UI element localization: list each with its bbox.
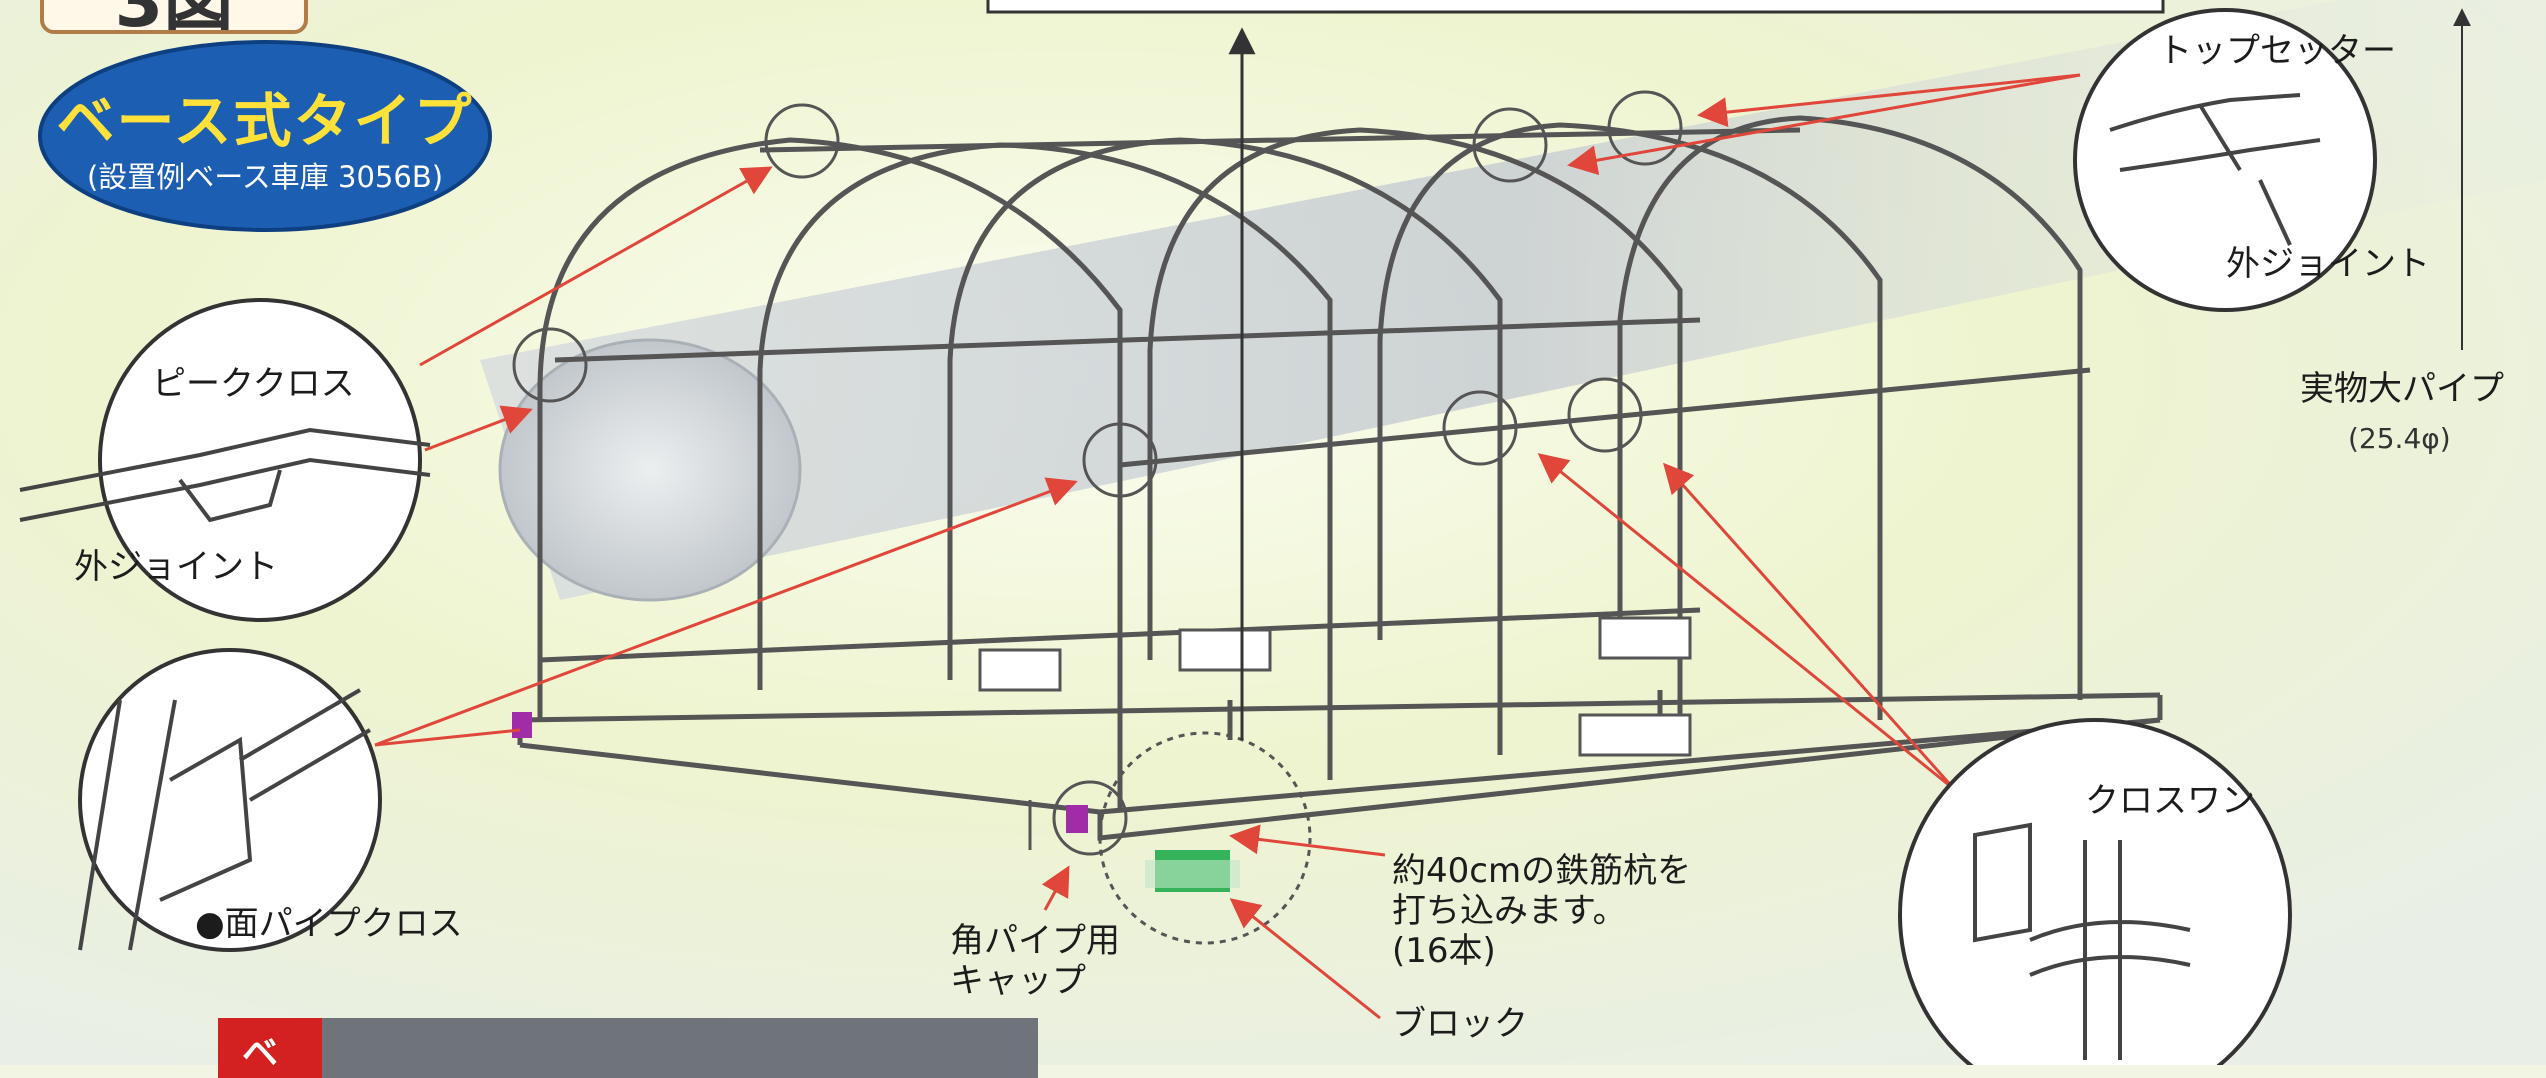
label-rebar-2: 打ち込みます。	[1392, 891, 1627, 931]
label-outer-joint-left: 外ジョイント	[74, 547, 278, 587]
leader-arrows	[374, 73, 2081, 1020]
label-square-pipe-cap-1: 角パイプ用	[950, 921, 1120, 961]
type-badge: ベース式タイプ (設置例ベース車庫 3056B)	[40, 42, 490, 232]
label-actual-pipe: 実物大パイプ	[2300, 369, 2504, 409]
label-peak-cross: ピーククロス	[152, 364, 355, 404]
label-rebar-3: (16本)	[1392, 931, 1496, 971]
label-square-pipe-cap-2: キャップ	[950, 961, 1086, 1001]
label-top-setter: トップセッター	[2158, 31, 2396, 71]
badge-title: ベース式タイプ	[56, 87, 474, 155]
type-badge-shape	[38, 40, 492, 232]
photo-tab-label: ベ	[242, 1033, 279, 1074]
label-rebar-1: 約40cmの鉄筋杭を	[1392, 851, 1692, 891]
label-block: ブロック	[1392, 1004, 1528, 1044]
badge-subtitle: (設置例ベース車庫 3056B)	[86, 160, 444, 194]
square-pipe-cap-left	[512, 712, 532, 738]
block-detail-circle	[1098, 731, 1312, 945]
detail-circle-peak-cross	[19, 298, 431, 622]
label-pipe-diameter: (25.4φ)	[2348, 422, 2451, 455]
detail-circle-cross-one	[1898, 718, 2292, 1065]
label-cross-one: クロスワン	[2085, 781, 2255, 821]
detail-circle-face-pipe-cross	[78, 648, 382, 952]
label-outer-joint-top: 外ジョイント	[2226, 244, 2430, 284]
square-pipe-cap-front	[1066, 805, 1088, 833]
detail-circle-top-setter	[2073, 8, 2377, 312]
photo-tab-marker: ベ	[218, 1018, 322, 1078]
title-frame	[986, 0, 2165, 14]
base-plates	[978, 616, 1692, 757]
figure-number: 3図	[40, 0, 308, 34]
label-face-pipe-cross: ●面パイプクロス	[195, 904, 463, 944]
photo-strip	[218, 1018, 1038, 1078]
joint-markers	[512, 90, 1683, 856]
actual-size-pipe-graphic	[480, 0, 2546, 602]
